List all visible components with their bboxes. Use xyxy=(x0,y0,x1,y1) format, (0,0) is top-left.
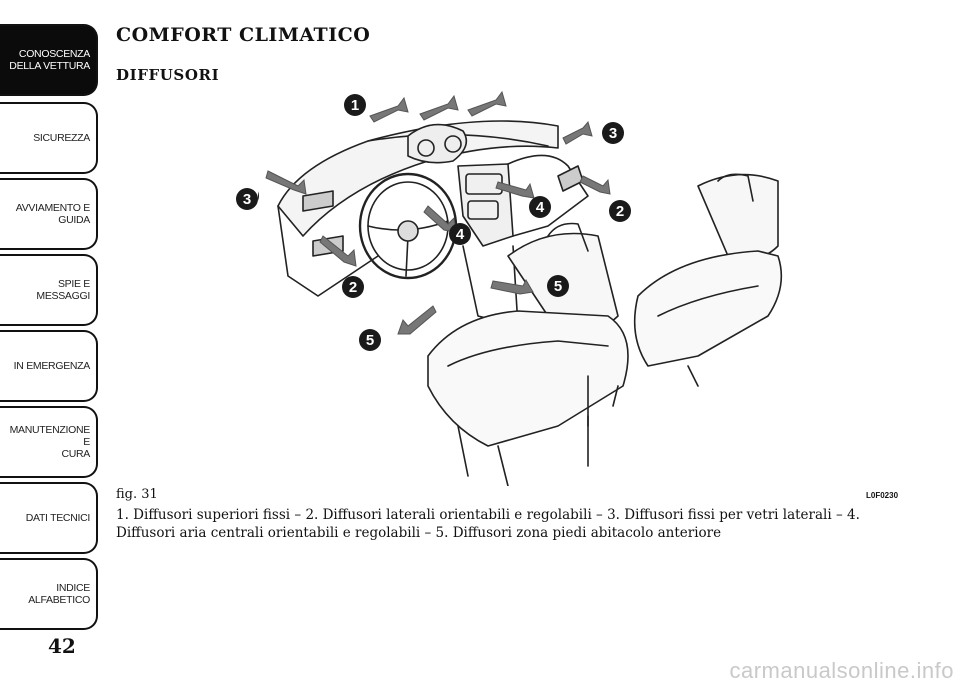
tab-label: INDICE ALFABETICO xyxy=(28,582,90,606)
vents-illustration: 1 3 2 4 4 2 5 5 xyxy=(258,90,783,486)
figure-code: L0F0230 xyxy=(866,491,899,500)
tab-label: MANUTENZIONE E CURA xyxy=(9,424,91,460)
callout-3-right: 3 xyxy=(609,125,617,142)
tab-label: DATI TECNICI xyxy=(25,512,91,524)
page-number: 42 xyxy=(48,634,76,658)
figure-caption: fig. 31 xyxy=(116,487,158,502)
callout-4-right: 4 xyxy=(536,199,545,216)
tab-conoscenza-della-vettura[interactable]: CONOSCENZA DELLA VETTURA xyxy=(0,24,98,96)
tab-spie-e-messaggi[interactable]: SPIE E MESSAGGI xyxy=(0,254,98,326)
callout-5-left: 5 xyxy=(366,332,374,349)
section-subtitle: DIFFUSORI xyxy=(116,66,220,84)
callout-4-left: 4 xyxy=(456,226,465,243)
callout-2-left: 2 xyxy=(349,279,357,296)
callout-2-right: 2 xyxy=(616,203,624,220)
tab-avviamento-e-guida[interactable]: AVVIAMENTO E GUIDA xyxy=(0,178,98,250)
tab-label: AVVIAMENTO E GUIDA xyxy=(15,202,91,226)
tab-label: CONOSCENZA DELLA VETTURA xyxy=(9,48,90,72)
section-title: COMFORT CLIMATICO xyxy=(116,24,371,46)
tab-label: SICUREZZA xyxy=(33,132,90,144)
watermark: carmanualsonline.info xyxy=(729,658,954,683)
tab-dati-tecnici[interactable]: DATI TECNICI xyxy=(0,482,98,554)
tab-in-emergenza[interactable]: IN EMERGENZA xyxy=(0,330,98,402)
figure-legend: 1. Diffusori superiori fissi – 2. Diffus… xyxy=(116,507,860,541)
tab-manutenzione-e-cura[interactable]: MANUTENZIONE E CURA xyxy=(0,406,98,478)
tab-label: SPIE E MESSAGGI xyxy=(36,278,90,302)
callout-3-left-badge: 3 xyxy=(236,188,258,210)
callout-3-left: 3 xyxy=(243,191,251,208)
callout-5-right: 5 xyxy=(554,278,562,295)
tab-label: IN EMERGENZA xyxy=(13,360,91,372)
tab-sicurezza[interactable]: SICUREZZA xyxy=(0,102,98,174)
callout-1: 1 xyxy=(351,97,359,114)
tab-indice-alfabetico[interactable]: INDICE ALFABETICO xyxy=(0,558,98,630)
